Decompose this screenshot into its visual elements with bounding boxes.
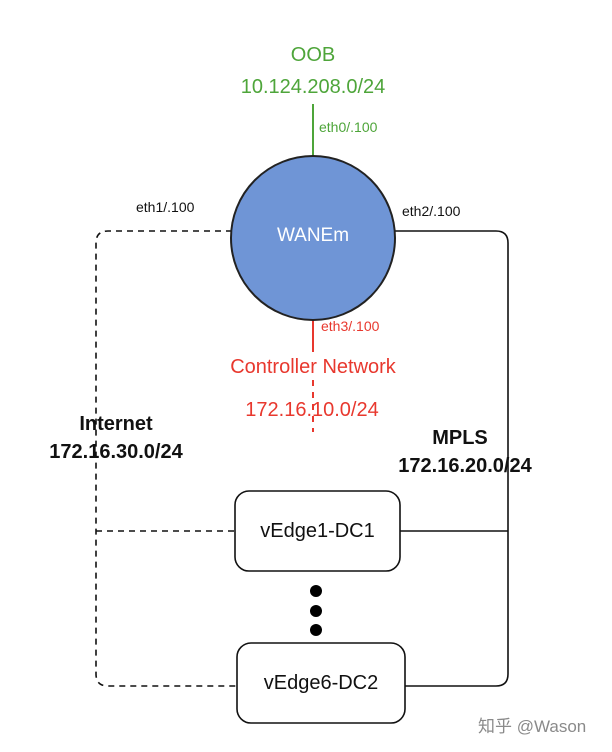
oob-iface-label: eth0/.100 bbox=[319, 119, 378, 135]
ellipsis-dot bbox=[310, 624, 322, 636]
mpls-link bbox=[395, 230, 509, 687]
mpls-iface-label: eth2/.100 bbox=[402, 203, 461, 219]
wanem-node bbox=[230, 155, 396, 321]
controller-subnet: 172.16.10.0/24 bbox=[245, 399, 379, 421]
oob-subnet: 10.124.208.0/24 bbox=[240, 76, 386, 98]
vedge1-label: vEdge1-DC1 bbox=[260, 519, 375, 542]
mpls-subnet: 172.16.20.0/24 bbox=[398, 455, 532, 477]
ellipsis-dot bbox=[310, 605, 322, 617]
vedge6-box bbox=[236, 642, 406, 724]
internet-link bbox=[95, 230, 237, 687]
controller-iface-label: eth3/.100 bbox=[321, 318, 380, 334]
vedge6-label: vEdge6-DC2 bbox=[263, 671, 379, 694]
vedge1-box bbox=[234, 490, 401, 572]
oob-name: OOB bbox=[290, 44, 336, 66]
mpls-name: MPLS bbox=[432, 427, 488, 449]
wanem-label: WANEm bbox=[276, 225, 350, 246]
internet-subnet: 172.16.30.0/24 bbox=[49, 441, 183, 463]
ellipsis-dot bbox=[310, 585, 322, 597]
watermark: 知乎 @Wason bbox=[478, 717, 587, 736]
internet-name: Internet bbox=[79, 413, 153, 435]
controller-name: Controller Network bbox=[230, 356, 396, 378]
internet-iface-label: eth1/.100 bbox=[136, 199, 195, 215]
